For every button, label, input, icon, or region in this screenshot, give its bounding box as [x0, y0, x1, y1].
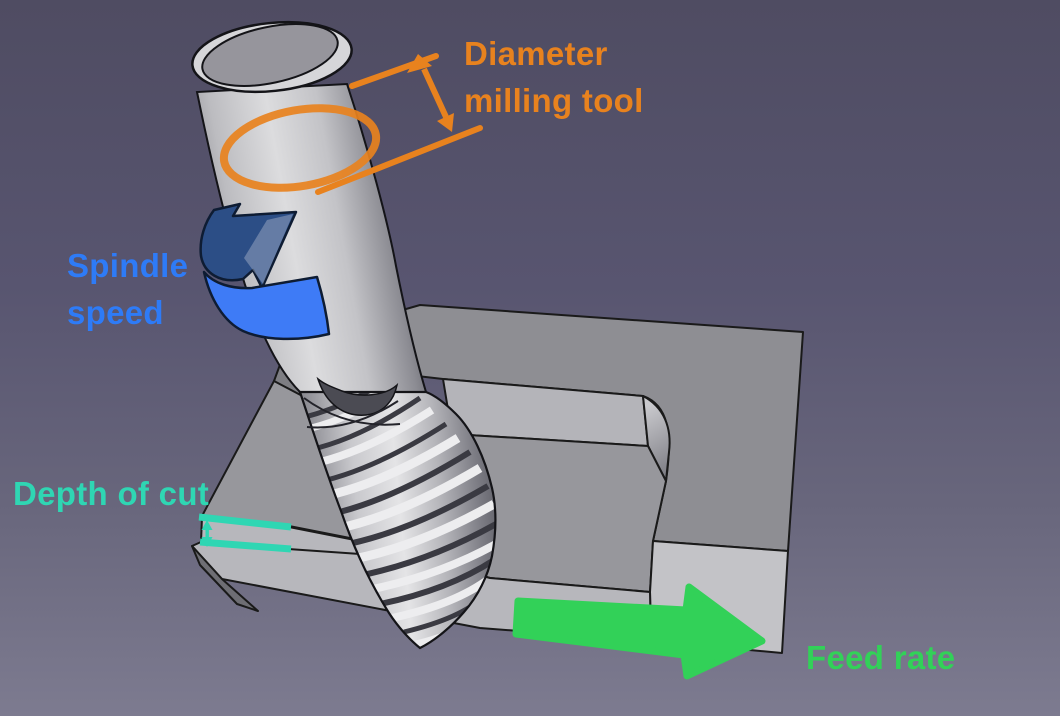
depth-upper-line — [198, 513, 292, 531]
double-headed-arrow-icon — [407, 54, 454, 132]
tool-runout-line-1 — [303, 397, 401, 426]
tool-runout-line-2 — [306, 400, 399, 429]
right-arrow-icon — [512, 583, 766, 680]
tool-top-face — [201, 23, 339, 87]
tool-flute-outline — [298, 390, 497, 650]
diameter-dimension-group — [219, 53, 483, 195]
diameter-label-line2: milling tool — [464, 82, 644, 119]
depth-lower-line — [199, 538, 292, 553]
spindle-label-line2: speed — [67, 294, 164, 331]
tool-flute-notch — [316, 376, 399, 416]
diameter-extension-lower — [315, 125, 483, 195]
rotation-arrow-front — [202, 270, 331, 341]
workpiece-slot-rounded-end — [642, 395, 671, 482]
diameter-label-line1: Diameter — [464, 35, 608, 72]
rotation-arrow-back-sheen — [244, 214, 293, 284]
feed-rate-label: Feed rate — [806, 639, 956, 676]
depth-of-cut-label: Depth of cut — [13, 475, 210, 512]
diameter-milling-tool-label: Diameter milling tool — [464, 30, 644, 124]
workpiece-bottom-left-face — [191, 545, 259, 612]
rotation-arrow-back — [199, 202, 298, 290]
diameter-circle — [219, 104, 381, 192]
double-headed-arrow-icon — [201, 520, 213, 547]
depth-dimension-group — [198, 513, 292, 553]
spindle-speed-label: Spindle speed — [67, 242, 188, 336]
curved-rotation-arrow-icon — [199, 202, 331, 341]
spindle-label-line1: Spindle — [67, 247, 189, 284]
